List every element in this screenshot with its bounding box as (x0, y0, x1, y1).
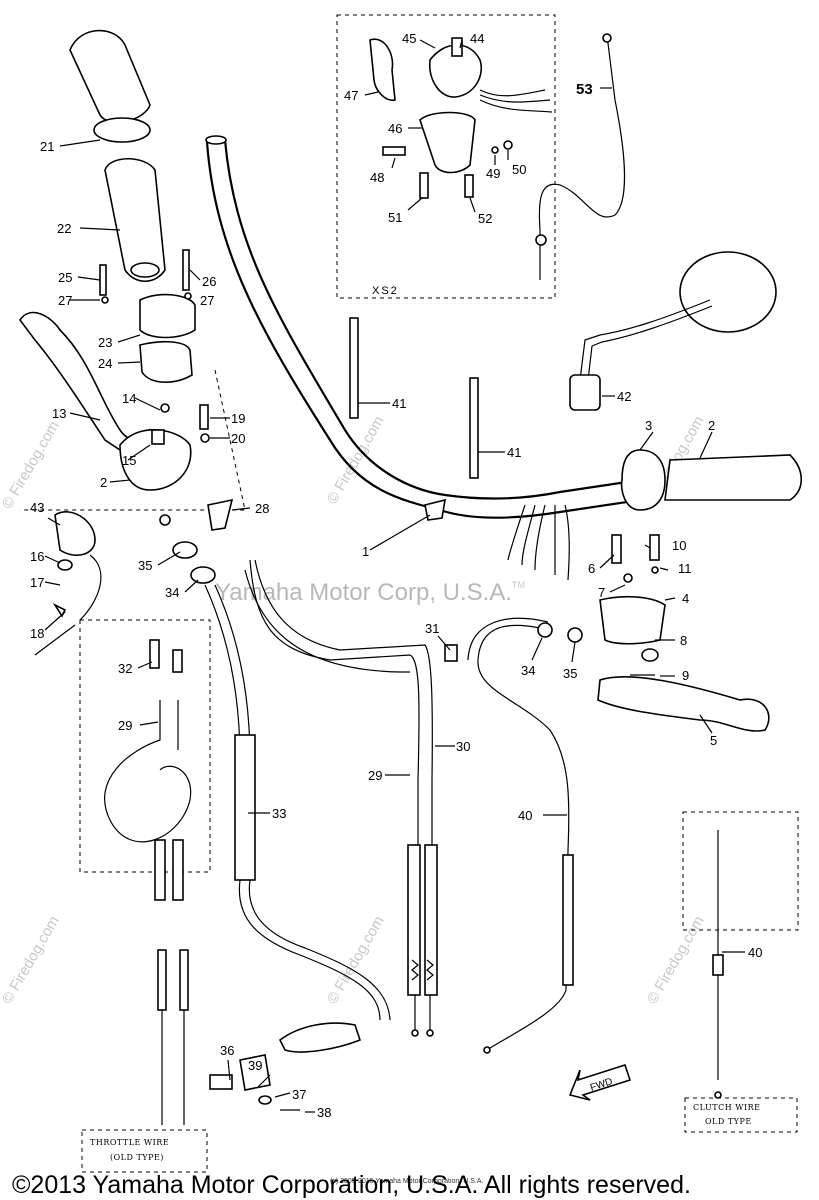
callout-47: 47 (344, 88, 358, 103)
callout-35-left: 35 (138, 558, 152, 573)
callout-20: 20 (231, 431, 245, 446)
copyright: (c) 2005-2015 Yamaha Motor Corporation, … (12, 1171, 691, 1199)
callout-7: 7 (598, 585, 605, 600)
callout-5: 5 (710, 733, 717, 748)
callout-41-lower: 41 (507, 445, 521, 460)
clutch-box-line2: OLD TYPE (705, 1117, 752, 1126)
left-grip-assembly (69, 29, 166, 283)
callout-29-right: 29 (368, 768, 382, 783)
dashed-boxes (20, 14, 799, 931)
callout-11: 11 (678, 561, 692, 576)
callout-40-old: 40 (748, 945, 762, 960)
right-side-parts (444, 251, 803, 732)
footer-copyright: ©2013 Yamaha Motor Corporation, U.S.A. A… (12, 1171, 691, 1199)
callout-16: 16 (30, 549, 44, 564)
clutch-cable (467, 617, 724, 1101)
callout-6: 6 (588, 561, 595, 576)
callout-4: 4 (682, 591, 689, 606)
xs2-switch-parts (369, 33, 626, 280)
callout-2-right: 2 (708, 418, 715, 433)
callout-53: 53 (576, 81, 593, 98)
watermark-site-2: © Firedog.com (0, 913, 63, 1007)
clutch-text-box (684, 1097, 798, 1133)
watermark-site-1: © Firedog.com (0, 418, 63, 512)
watermark-site-3: © Firedog.com (324, 413, 388, 507)
callout-52: 52 (478, 211, 492, 226)
small-copyright: (c) 2005-2015 Yamaha Motor Corporation, … (330, 1178, 483, 1185)
callout-3: 3 (645, 418, 652, 433)
callout-35-right: 35 (563, 666, 577, 681)
callout-19: 19 (231, 411, 245, 426)
callout-21: 21 (40, 139, 54, 154)
callout-40-main: 40 (518, 808, 532, 823)
callout-1: 1 (362, 544, 369, 559)
callout-32: 32 (118, 661, 132, 676)
callout-24: 24 (98, 356, 112, 371)
callout-46: 46 (388, 121, 402, 136)
callout-45: 45 (402, 31, 416, 46)
callout-36: 36 (220, 1043, 234, 1058)
choke-parts (34, 498, 234, 656)
clutch-box-line1: CLUTCH WIRE (693, 1103, 760, 1112)
callout-17: 17 (30, 575, 44, 590)
callout-30: 30 (456, 739, 470, 754)
callout-18: 18 (30, 626, 44, 641)
callout-43: 43 (30, 500, 44, 515)
callout-8: 8 (680, 633, 687, 648)
watermarks: © Firedog.com © Firedog.com © Firedog.co… (0, 413, 708, 1007)
xs2-label: XS2 (372, 285, 399, 297)
callout-49: 49 (486, 166, 500, 181)
callout-13: 13 (52, 406, 66, 421)
callout-37: 37 (292, 1087, 306, 1102)
left-clamp-parts (19, 249, 210, 491)
callout-31: 31 (425, 621, 439, 636)
watermark-site-6: © Firedog.com (644, 913, 708, 1007)
callout-27-right: 27 (200, 293, 214, 308)
callout-51: 51 (388, 210, 402, 225)
callout-34-left: 34 (165, 585, 179, 600)
callout-28: 28 (255, 501, 269, 516)
callout-22: 22 (57, 221, 71, 236)
callout-33: 33 (272, 806, 286, 821)
callout-48: 48 (370, 170, 384, 185)
clutch-old-box (682, 811, 799, 931)
throttle-box-line1: THROTTLE WIRE (90, 1138, 169, 1147)
handlebar (205, 135, 641, 519)
callout-50: 50 (512, 162, 526, 177)
callout-38: 38 (317, 1105, 331, 1120)
callout-27-left: 27 (58, 293, 72, 308)
callout-25: 25 (58, 270, 72, 285)
callout-39: 39 (248, 1058, 262, 1073)
callout-labels: 21 22 25 26 27 27 23 24 13 14 19 20 15 2… (30, 31, 762, 1120)
watermark-yamaha: Yamaha Motor Corp, U.S.A. (215, 579, 512, 606)
leader-lines (44, 39, 745, 1113)
callout-41-upper: 41 (392, 396, 406, 411)
callout-2-left: 2 (100, 475, 107, 490)
callout-15: 15 (122, 453, 136, 468)
callout-23: 23 (98, 335, 112, 350)
callout-42: 42 (617, 389, 631, 404)
callout-34-right: 34 (521, 663, 535, 678)
callout-29-left: 29 (118, 718, 132, 733)
callout-14: 14 (122, 391, 136, 406)
throttle-old-box (79, 619, 211, 873)
callout-26: 26 (202, 274, 216, 289)
callout-10: 10 (672, 538, 686, 553)
watermark-tm: TM (512, 580, 525, 590)
callout-44: 44 (470, 31, 484, 46)
throttle-text-box (81, 1129, 208, 1173)
callout-9: 9 (682, 668, 689, 683)
box-labels: XS2 FWD THROTTLE WIRE (OLD TYPE) CLUTCH … (81, 285, 798, 1173)
xs2-box (336, 14, 556, 299)
throttle-box-line2: (OLD TYPE) (110, 1153, 164, 1162)
throttle-cables (149, 559, 438, 1111)
old-throttle-wire (104, 700, 192, 1125)
